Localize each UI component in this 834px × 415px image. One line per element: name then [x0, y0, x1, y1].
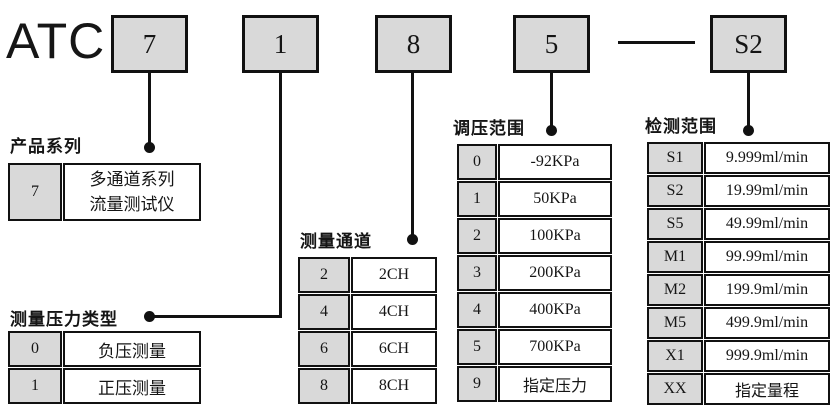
meaning-cell: 9.999ml/min — [704, 142, 830, 174]
meaning-cell: 499.9ml/min — [704, 307, 830, 339]
meaning-cell: -92KPa — [498, 144, 612, 180]
table-row: X1 999.9ml/min — [647, 340, 830, 372]
code-cell: M5 — [647, 307, 703, 339]
code-cell: 6 — [298, 331, 350, 367]
meaning-cell: 2CH — [351, 257, 437, 293]
meaning-cell: 100KPa — [498, 218, 612, 254]
table-row: 1 50KPa — [457, 181, 612, 217]
code-box-pressure-type: 1 — [242, 15, 319, 73]
meaning-cell: 指定压力 — [498, 366, 612, 402]
connector-dot-pressure-type — [144, 311, 155, 322]
meaning-cell: 负压测量 — [63, 331, 201, 367]
table-row: 0 -92KPa — [457, 144, 612, 180]
code-cell: 7 — [8, 163, 62, 221]
table-row: M2 199.9ml/min — [647, 274, 830, 306]
connector-line-series — [148, 72, 151, 148]
meaning-cell: 999.9ml/min — [704, 340, 830, 372]
code-cell: 4 — [457, 292, 497, 328]
code-cell: 1 — [8, 368, 62, 404]
meaning-cell: 199.9ml/min — [704, 274, 830, 306]
code-cell: S5 — [647, 208, 703, 240]
table-row: S2 19.99ml/min — [647, 175, 830, 207]
code-cell: X1 — [647, 340, 703, 372]
meaning-cell: 49.99ml/min — [704, 208, 830, 240]
connector-dot-pressure-range — [546, 125, 557, 136]
meaning-cell: 99.99ml/min — [704, 241, 830, 273]
code-cell: 8 — [298, 368, 350, 404]
code-box-detection-range: S2 — [710, 15, 787, 73]
code-cell: 4 — [298, 294, 350, 330]
channels-table: 2 2CH 4 4CH 6 6CH 8 8CH — [297, 256, 438, 405]
section-title-product-series: 产品系列 — [10, 137, 82, 156]
table-row: XX 指定量程 — [647, 373, 830, 405]
pressure-range-table: 0 -92KPa 1 50KPa 2 100KPa 3 200KPa 4 400… — [456, 143, 613, 403]
code-cell: 2 — [298, 257, 350, 293]
table-row: 2 100KPa — [457, 218, 612, 254]
meaning-cell: 正压测量 — [63, 368, 201, 404]
table-row: 6 6CH — [298, 331, 437, 367]
table-row: 8 8CH — [298, 368, 437, 404]
code-cell: S1 — [647, 142, 703, 174]
meaning-cell: 4CH — [351, 294, 437, 330]
connector-dot-channels — [407, 234, 418, 245]
table-row: M1 99.99ml/min — [647, 241, 830, 273]
meaning-cell: 200KPa — [498, 255, 612, 291]
table-row: S5 49.99ml/min — [647, 208, 830, 240]
connector-line-pressure-range — [550, 72, 553, 132]
connector-dot-series — [144, 142, 155, 153]
code-cell: 0 — [8, 331, 62, 367]
meaning-cell: 700KPa — [498, 329, 612, 365]
code-cell: M1 — [647, 241, 703, 273]
code-cell: S2 — [647, 175, 703, 207]
meaning-cell: 19.99ml/min — [704, 175, 830, 207]
code-cell: 1 — [457, 181, 497, 217]
section-title-pressure-range: 调压范围 — [453, 119, 525, 138]
table-row: 2 2CH — [298, 257, 437, 293]
code-cell: 9 — [457, 366, 497, 402]
meaning-cell: 指定量程 — [704, 373, 830, 405]
code-box-channels: 8 — [375, 15, 452, 73]
meaning-cell: 多通道系列 流量测试仪 — [63, 163, 201, 221]
code-cell: 3 — [457, 255, 497, 291]
table-row: 7 多通道系列 流量测试仪 — [8, 163, 201, 221]
section-title-detection-range: 检测范围 — [645, 117, 717, 136]
product-series-table: 7 多通道系列 流量测试仪 — [7, 162, 202, 222]
section-title-channels: 测量通道 — [300, 232, 372, 251]
code-box-pressure-range: 5 — [513, 15, 590, 73]
meaning-cell: 50KPa — [498, 181, 612, 217]
table-row: M5 499.9ml/min — [647, 307, 830, 339]
table-row: 4 400KPa — [457, 292, 612, 328]
connector-line-channels — [411, 72, 414, 240]
brand-prefix: ATC — [6, 13, 106, 69]
code-cell: M2 — [647, 274, 703, 306]
connector-line-detection-range — [747, 72, 750, 132]
detection-range-table: S1 9.999ml/min S2 19.99ml/min S5 49.99ml… — [646, 141, 831, 406]
code-cell: 5 — [457, 329, 497, 365]
code-box-series: 7 — [111, 15, 188, 73]
table-row: 3 200KPa — [457, 255, 612, 291]
connector-dot-detection-range — [743, 125, 754, 136]
meaning-cell: 400KPa — [498, 292, 612, 328]
table-row: 5 700KPa — [457, 329, 612, 365]
table-row: S1 9.999ml/min — [647, 142, 830, 174]
table-row: 9 指定压力 — [457, 366, 612, 402]
code-cell: XX — [647, 373, 703, 405]
connector-line-pressure-type-horizontal — [152, 315, 282, 318]
table-row: 1 正压测量 — [8, 368, 201, 404]
pressure-type-table: 0 负压测量 1 正压测量 — [7, 330, 202, 405]
meaning-cell: 8CH — [351, 368, 437, 404]
code-cell: 0 — [457, 144, 497, 180]
table-row: 4 4CH — [298, 294, 437, 330]
connector-line-pressure-type-vertical — [279, 72, 282, 318]
code-separator-dash — [618, 41, 695, 44]
meaning-cell: 6CH — [351, 331, 437, 367]
section-title-pressure-type: 测量压力类型 — [10, 310, 118, 329]
table-row: 0 负压测量 — [8, 331, 201, 367]
code-cell: 2 — [457, 218, 497, 254]
